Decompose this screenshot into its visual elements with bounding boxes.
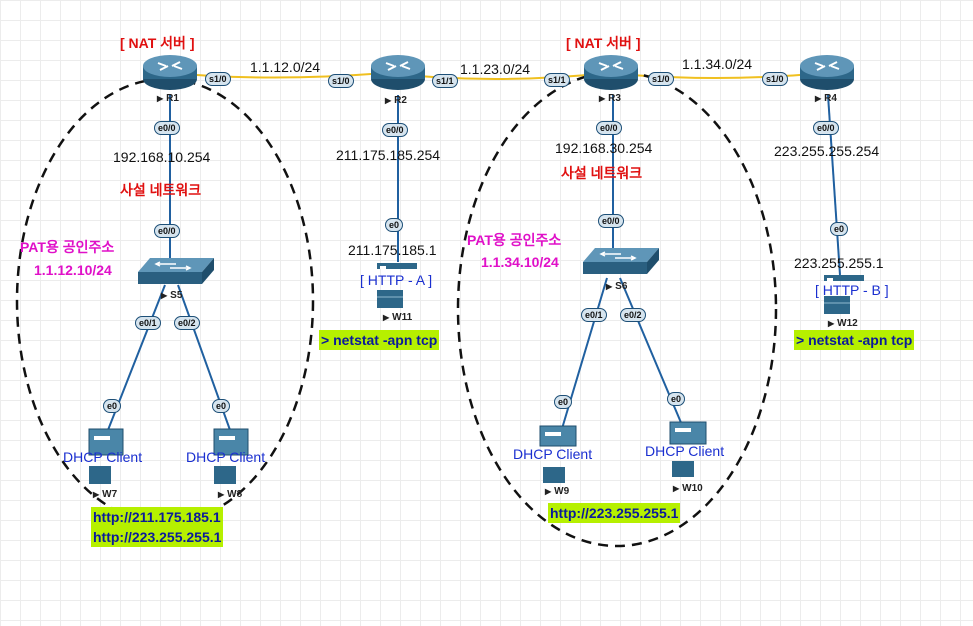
url-note-left-a: http://211.175.185.1	[93, 509, 221, 525]
server-w12-icon	[824, 275, 864, 314]
switch-s5-icon	[138, 258, 214, 284]
port-r1-e00: e0/0	[154, 121, 180, 135]
pc-w9-icon	[539, 425, 577, 483]
port-w11-e0: e0	[385, 218, 404, 232]
port-r2-s10: s1/0	[328, 74, 354, 88]
pc-w10-icon	[669, 421, 707, 477]
dhcp-client-w7-label: DHCP Client	[63, 449, 143, 465]
port-r1-s10: s1/0	[205, 72, 231, 86]
port-r2-s11: s1/1	[432, 74, 458, 88]
router-r1-label: R1	[157, 93, 179, 104]
port-w7-e0: e0	[103, 399, 122, 413]
ip-w12: 223.255.255.1	[794, 255, 884, 271]
http-b-label: [ HTTP - B ]	[815, 282, 889, 298]
port-w10-e0: e0	[667, 392, 686, 406]
port-s5-e02: e0/2	[174, 316, 200, 330]
server-w12-label: W12	[828, 318, 858, 329]
subnet-r1-r2: 1.1.12.0/24	[250, 59, 321, 75]
server-w11-label: W11	[383, 312, 412, 323]
ip-w11: 211.175.185.1	[348, 242, 437, 258]
private-network-label-left: 사설 네트워크	[120, 182, 202, 198]
dhcp-client-w9-label: DHCP Client	[513, 446, 593, 462]
port-s6-e02: e0/2	[620, 308, 646, 322]
pat-public-label-left: PAT용 공인주소	[20, 239, 115, 255]
port-r4-s10: s1/0	[762, 72, 788, 86]
server-w11-icon	[377, 263, 417, 308]
switch-s5-label: S5	[161, 290, 182, 301]
private-network-label-right: 사설 네트워크	[561, 165, 643, 181]
pat-address-r1: 1.1.12.10/24	[34, 262, 112, 278]
port-r4-e00: e0/0	[813, 121, 839, 135]
pat-address-r3: 1.1.34.10/24	[481, 254, 559, 270]
url-note-right: http://223.255.255.1	[548, 503, 681, 523]
subnet-r3-r4: 1.1.34.0/24	[682, 56, 753, 72]
router-r4-icon	[800, 55, 854, 90]
pat-public-label-right: PAT용 공인주소	[467, 232, 562, 248]
router-r3-icon	[584, 55, 638, 90]
port-s5-e00: e0/0	[154, 224, 180, 238]
url-note-left: http://211.175.185.1 http://223.255.255.…	[91, 507, 224, 547]
port-r2-e00: e0/0	[382, 123, 408, 137]
router-r4-label: R4	[815, 93, 837, 104]
port-s6-e00: e0/0	[598, 214, 624, 228]
port-r3-s10: s1/0	[648, 72, 674, 86]
nat-server-label-r3: [ NAT 서버 ]	[566, 35, 641, 51]
pc-w8-icon	[213, 428, 249, 484]
pc-w7-icon	[88, 428, 124, 484]
pc-w9-label: W9	[545, 486, 569, 497]
private-network-boundary-left	[15, 77, 315, 525]
port-s5-e01: e0/1	[135, 316, 161, 330]
port-r3-s11: s1/1	[544, 73, 570, 87]
ip-r2-lan: 211.175.185.254	[336, 147, 441, 163]
subnet-r2-r3: 1.1.23.0/24	[460, 61, 531, 77]
http-a-label: [ HTTP - A ]	[360, 272, 433, 288]
pc-w8-label: W8	[218, 489, 242, 500]
ip-r1-lan: 192.168.10.254	[113, 149, 211, 165]
link-s6-w9	[560, 277, 608, 433]
ip-r4-lan: 223.255.255.254	[774, 143, 880, 159]
dhcp-client-w8-label: DHCP Client	[186, 449, 266, 465]
switch-s6-label: S6	[606, 281, 627, 292]
netstat-note-w11: > netstat -apn tcp	[319, 330, 440, 350]
link-r3-r4	[606, 72, 826, 79]
pc-w10-label: W10	[673, 483, 703, 494]
switch-s6-icon	[583, 248, 659, 274]
router-r3-label: R3	[599, 93, 621, 104]
port-w9-e0: e0	[554, 395, 573, 409]
router-r2-icon	[371, 55, 425, 90]
port-w12-e0: e0	[830, 222, 849, 236]
port-s6-e01: e0/1	[581, 308, 607, 322]
router-r2-label: R2	[385, 95, 407, 106]
router-r1-icon	[143, 55, 197, 90]
url-note-left-b: http://223.255.255.1	[93, 529, 222, 545]
netstat-note-w12: > netstat -apn tcp	[794, 330, 915, 350]
port-w8-e0: e0	[212, 399, 231, 413]
port-r3-e00: e0/0	[596, 121, 622, 135]
nat-server-label-r1: [ NAT 서버 ]	[120, 35, 195, 51]
ip-r3-lan: 192.168.30.254	[555, 140, 653, 156]
pc-w7-label: W7	[93, 489, 117, 500]
dhcp-client-w10-label: DHCP Client	[645, 443, 725, 459]
